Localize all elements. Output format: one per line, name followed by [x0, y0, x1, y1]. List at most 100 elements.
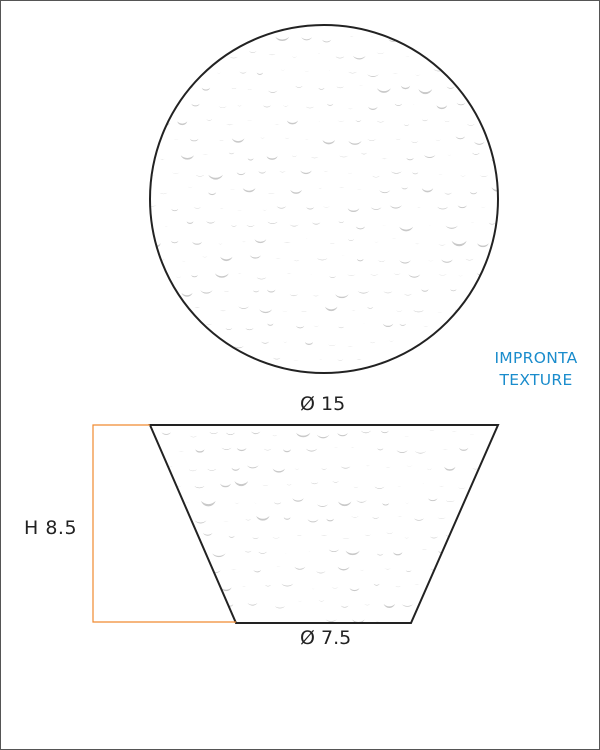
texture-dimple	[338, 501, 352, 507]
texture-dimple	[260, 137, 265, 139]
texture-dimple	[286, 120, 299, 125]
texture-dimple	[436, 584, 443, 585]
texture-dimple	[178, 52, 191, 57]
texture-dimple	[438, 244, 446, 246]
texture-dimple	[150, 306, 159, 309]
texture-dimple	[370, 207, 382, 210]
texture-dimple	[410, 141, 419, 143]
texture-dimple	[437, 342, 450, 346]
texture-dimple	[347, 108, 354, 110]
texture-dimple	[418, 89, 433, 95]
texture-dimple	[372, 175, 380, 178]
texture-dimple	[236, 447, 247, 452]
texture-dimple	[395, 138, 401, 140]
texture-dimple	[276, 566, 281, 567]
texture-dimple	[249, 51, 257, 53]
texture-dimple	[226, 124, 234, 126]
texture-dimple	[316, 434, 330, 439]
texture-dimple	[327, 103, 334, 106]
texture-dimple	[289, 294, 298, 297]
texture-dimple	[229, 189, 236, 191]
texture-dimple	[159, 192, 168, 195]
texture-dimple	[162, 533, 172, 536]
texture-dimple	[262, 209, 267, 211]
texture-dimple	[389, 205, 402, 209]
texture-dimple	[191, 103, 200, 107]
texture-dimple	[192, 241, 203, 245]
texture-dimple	[401, 604, 414, 607]
texture-dimple	[473, 570, 484, 573]
texture-dimple	[159, 605, 175, 611]
texture-dimple	[347, 345, 354, 347]
hammered-texture-top-view	[150, 34, 498, 365]
texture-dimple	[170, 240, 179, 244]
texture-dimple	[470, 603, 477, 605]
texture-dimple	[258, 171, 266, 174]
texture-dimple	[356, 500, 367, 503]
texture-dimple	[223, 521, 229, 522]
texture-dimple	[220, 587, 232, 592]
texture-dimple	[245, 519, 252, 521]
texture-dimple	[374, 241, 379, 243]
height-dimension-bracket	[92, 424, 236, 623]
texture-dimple	[393, 552, 403, 556]
texture-dimple	[225, 328, 233, 330]
texture-dimple	[442, 449, 449, 450]
texture-dimple	[273, 502, 282, 505]
texture-dimple	[150, 36, 157, 39]
texture-dimple	[421, 549, 427, 550]
texture-dimple	[406, 465, 413, 467]
texture-dimple	[323, 170, 329, 172]
texture-dimple	[456, 102, 466, 106]
texture-dimple	[436, 105, 448, 110]
texture-dimple	[348, 140, 362, 145]
texture-dimple	[340, 466, 351, 469]
texture-dimple	[400, 357, 407, 360]
texture-dimple	[353, 486, 359, 488]
texture-dimple	[395, 310, 403, 312]
texture-note-line2: TEXTURE	[499, 371, 573, 389]
texture-dimple	[283, 449, 291, 453]
texture-dimple	[252, 290, 260, 293]
texture-dimple	[173, 620, 180, 621]
texture-dimple	[347, 208, 360, 213]
texture-dimple	[267, 192, 275, 194]
texture-dimple	[221, 447, 232, 450]
texture-dimple	[413, 310, 424, 313]
texture-dimple	[457, 487, 466, 489]
texture-dimple	[296, 432, 311, 438]
texture-dimple	[491, 187, 498, 192]
texture-dimple	[247, 158, 254, 161]
texture-dimple	[427, 599, 431, 601]
texture-dimple	[474, 141, 485, 145]
texture-dimple	[274, 606, 286, 609]
texture-dimple	[188, 601, 198, 605]
texture-dimple	[161, 500, 169, 503]
texture-dimple	[427, 260, 434, 262]
texture-dimple	[181, 292, 193, 297]
texture-dimple	[374, 486, 385, 489]
texture-dimple	[272, 435, 278, 437]
texture-dimple	[231, 225, 237, 227]
texture-dimple	[208, 174, 223, 180]
texture-dimple	[377, 553, 384, 556]
texture-dimple	[313, 325, 320, 327]
texture-dimple	[321, 468, 327, 470]
texture-dimple	[294, 468, 300, 470]
texture-dimple	[155, 480, 164, 484]
texture-dimple	[246, 224, 255, 227]
texture-dimple	[421, 119, 428, 122]
texture-dimple	[412, 172, 419, 175]
texture-dimple	[306, 207, 315, 210]
texture-dimple	[437, 206, 449, 210]
texture-dimple	[328, 344, 336, 346]
texture-dimple	[360, 430, 371, 434]
texture-dimple	[215, 34, 226, 38]
texture-dimple	[182, 532, 191, 535]
texture-dimple	[228, 535, 235, 538]
texture-dimple	[382, 503, 390, 506]
texture-dimple	[392, 73, 399, 74]
texture-dimple	[490, 465, 498, 467]
texture-dimple	[263, 448, 272, 451]
texture-dimple	[459, 447, 469, 451]
